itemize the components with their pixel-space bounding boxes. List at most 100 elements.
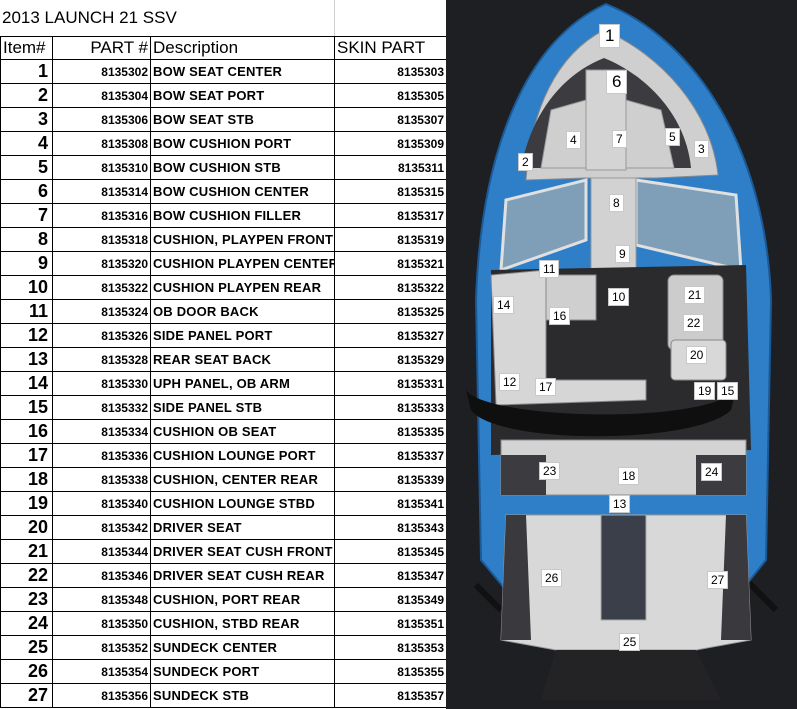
photo-label-16: 16 xyxy=(549,307,571,325)
cell-description: BOW SEAT PORT xyxy=(150,83,335,108)
cell-item: 13 xyxy=(0,347,53,372)
cell-skin-part: 8135347 xyxy=(334,563,447,588)
cell-part: 8135316 xyxy=(52,203,151,228)
cell-skin-part: 8135349 xyxy=(334,587,447,612)
photo-label-17: 17 xyxy=(535,378,557,396)
photo-label-27: 27 xyxy=(707,571,729,589)
photo-label-15: 15 xyxy=(717,382,739,400)
cell-skin-part: 8135355 xyxy=(334,659,447,684)
cell-part: 8135338 xyxy=(52,467,151,492)
cell-part: 8135322 xyxy=(52,275,151,300)
cell-description: BOW SEAT CENTER xyxy=(150,59,335,84)
cell-description: CUSHION PLAYPEN REAR xyxy=(150,275,335,300)
cell-part: 8135356 xyxy=(52,683,151,708)
photo-label-4: 4 xyxy=(566,131,581,149)
cell-skin-part: 8135339 xyxy=(334,467,447,492)
cell-skin-part: 8135331 xyxy=(334,371,447,396)
cell-item: 19 xyxy=(0,491,53,516)
boat-illustration xyxy=(466,2,779,700)
cell-item: 15 xyxy=(0,395,53,420)
cell-item: 18 xyxy=(0,467,53,492)
photo-label-21: 21 xyxy=(684,286,706,304)
cell-skin-part: 8135327 xyxy=(334,323,447,348)
cell-skin-part: 8135305 xyxy=(334,83,447,108)
cell-part: 8135330 xyxy=(52,371,151,396)
cell-skin-part: 8135329 xyxy=(334,347,447,372)
cell-part: 8135354 xyxy=(52,659,151,684)
photo-label-24: 24 xyxy=(701,463,723,481)
photo-label-20: 20 xyxy=(686,346,708,364)
cell-description: SIDE PANEL STB xyxy=(150,395,335,420)
cell-skin-part: 8135311 xyxy=(334,155,447,180)
cell-skin-part: 8135337 xyxy=(334,443,447,468)
cell-item: 11 xyxy=(0,299,53,324)
photo-label-14: 14 xyxy=(493,296,515,314)
cell-skin-part: 8135307 xyxy=(334,107,447,132)
parts-spreadsheet: 2013 LAUNCH 21 SSV Item# PART # Descript… xyxy=(0,0,447,709)
photo-label-22: 22 xyxy=(683,314,705,332)
cell-skin-part: 8135317 xyxy=(334,203,447,228)
cell-skin-part: 8135341 xyxy=(334,491,447,516)
cell-description: OB DOOR BACK xyxy=(150,299,335,324)
cell-part: 8135336 xyxy=(52,443,151,468)
cell-part: 8135324 xyxy=(52,299,151,324)
cell-item: 12 xyxy=(0,323,53,348)
cell-part: 8135328 xyxy=(52,347,151,372)
cell-part: 8135320 xyxy=(52,251,151,276)
cell-skin-part: 8135343 xyxy=(334,515,447,540)
header-description: Description xyxy=(150,36,335,60)
cell-item: 24 xyxy=(0,611,53,636)
photo-label-6: 6 xyxy=(606,70,628,94)
cell-item: 4 xyxy=(0,131,53,156)
sheet-title: 2013 LAUNCH 21 SSV xyxy=(2,8,177,27)
photo-label-5: 5 xyxy=(665,128,680,146)
cell-description: DRIVER SEAT CUSH FRONT xyxy=(150,539,335,564)
photo-label-26: 26 xyxy=(541,569,563,587)
cell-item: 25 xyxy=(0,635,53,660)
cell-item: 16 xyxy=(0,419,53,444)
cell-item: 8 xyxy=(0,227,53,252)
cell-part: 8135334 xyxy=(52,419,151,444)
cell-part: 8135340 xyxy=(52,491,151,516)
photo-label-3: 3 xyxy=(694,140,709,158)
cell-description: SIDE PANEL PORT xyxy=(150,323,335,348)
cell-description: SUNDECK CENTER xyxy=(150,635,335,660)
cell-description: CUSHION, PORT REAR xyxy=(150,587,335,612)
cell-item: 27 xyxy=(0,683,53,708)
cell-item: 23 xyxy=(0,587,53,612)
cell-part: 8135344 xyxy=(52,539,151,564)
cell-part: 8135310 xyxy=(52,155,151,180)
cell-part: 8135304 xyxy=(52,83,151,108)
cell-description: SUNDECK STB xyxy=(150,683,335,708)
photo-label-19: 19 xyxy=(694,382,716,400)
header-item: Item# xyxy=(0,36,53,60)
cell-item: 21 xyxy=(0,539,53,564)
cell-part: 8135352 xyxy=(52,635,151,660)
cell-item: 22 xyxy=(0,563,53,588)
cell-description: UPH PANEL, OB ARM xyxy=(150,371,335,396)
cell-description: CUSHION LOUNGE STBD xyxy=(150,491,335,516)
cell-part: 8135314 xyxy=(52,179,151,204)
photo-label-10: 10 xyxy=(608,288,630,306)
cell-part: 8135346 xyxy=(52,563,151,588)
cell-item: 17 xyxy=(0,443,53,468)
